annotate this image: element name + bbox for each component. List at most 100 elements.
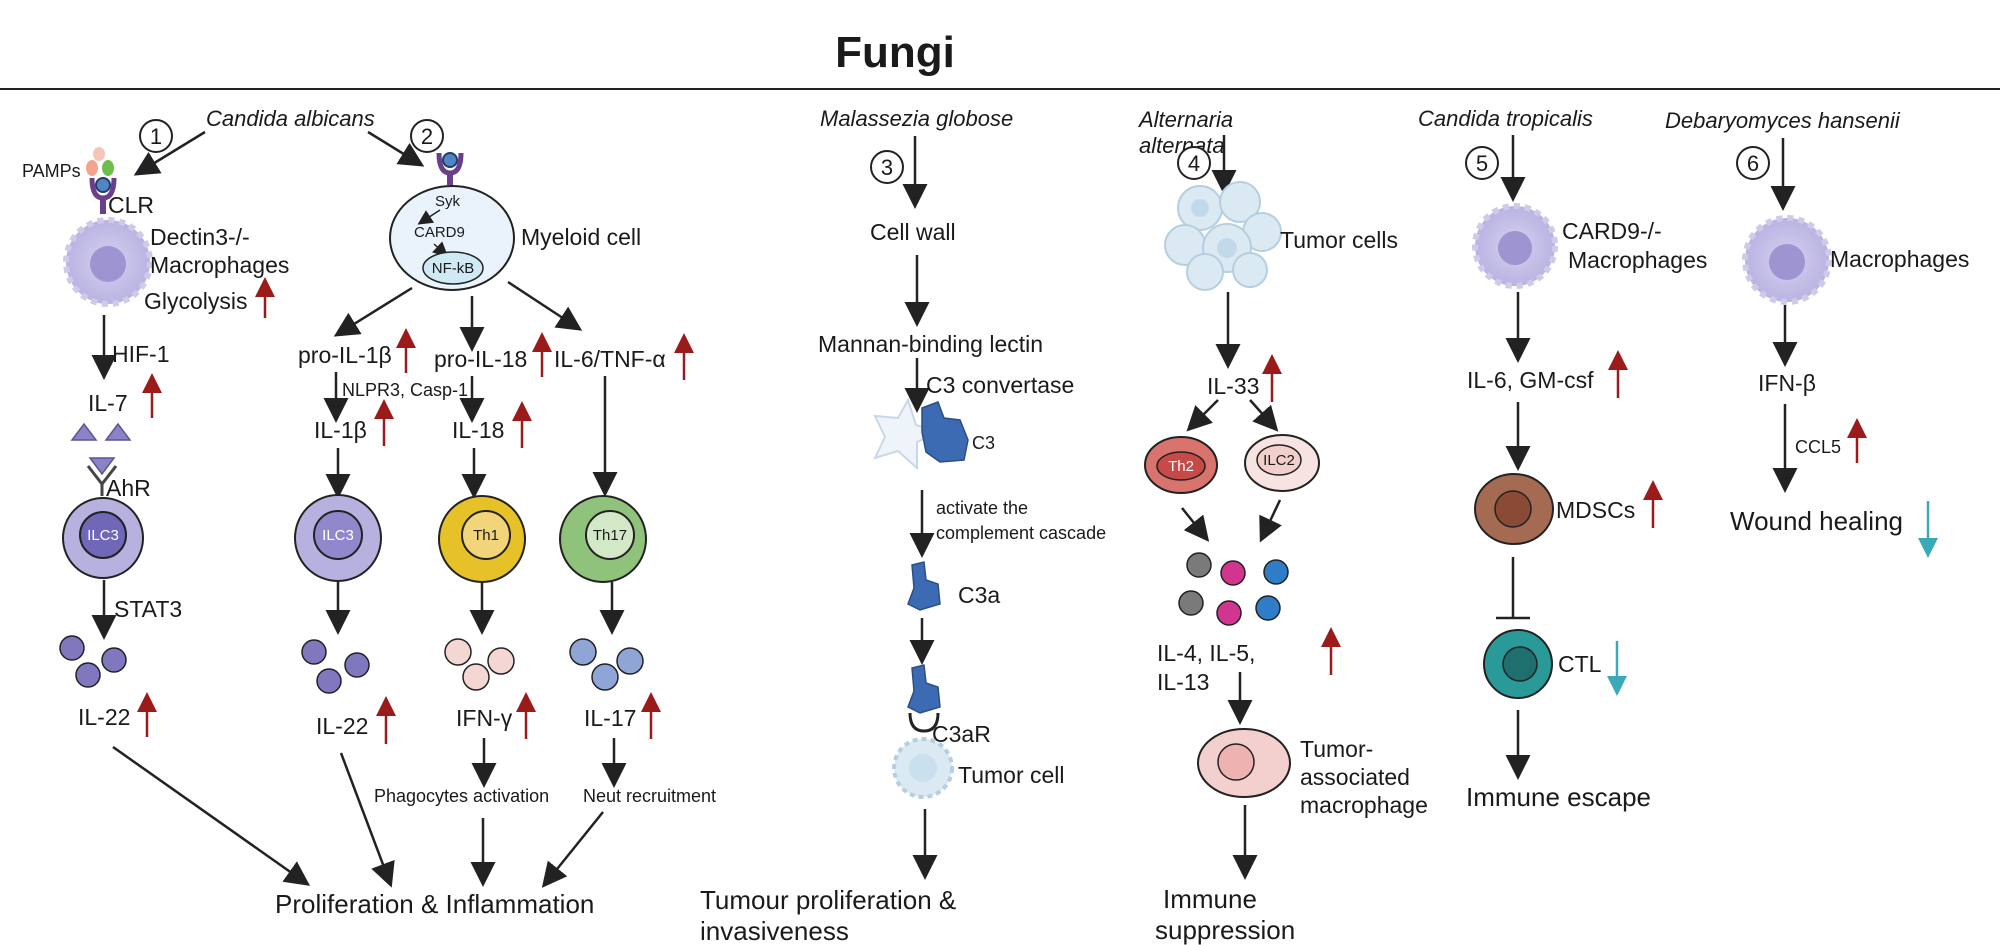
panel-4: Alternaria alternata 4 Tumor cells IL-33… (1137, 107, 1428, 945)
panel-3: Malassezia globose 3 Cell wall Mannan-bi… (700, 106, 1106, 945)
step-number-circle (1736, 146, 1770, 180)
cytokine-dot (569, 638, 597, 666)
outcome-label: Immune escape (1466, 782, 1651, 812)
arrow-to-outcome (541, 811, 604, 888)
th1-cell-icon (438, 495, 526, 583)
il7-triangle (70, 422, 98, 441)
cytokine-dot (344, 652, 370, 678)
outcome-label: Tumour proliferation & (700, 885, 956, 915)
pro-il1b-label: pro-IL-1β (298, 342, 392, 368)
cytokine-dot (462, 663, 490, 691)
tam-label: macrophage (1300, 792, 1428, 818)
cytokine-dot (591, 663, 619, 691)
tumor-cell-label: Tumor cell (958, 762, 1065, 788)
outcome-label: Immune (1163, 884, 1257, 914)
step-number: 6 (1747, 151, 1759, 176)
arrow-to-myeloid (367, 130, 425, 167)
step-number-circle (1465, 146, 1499, 180)
il7-triangle (88, 457, 116, 476)
nucleus-icon (422, 251, 484, 285)
step-number: 1 (150, 124, 162, 149)
arrow (1249, 399, 1279, 432)
ccl5-label: CCL5 (1795, 437, 1841, 457)
pamps-label: PAMPs (22, 161, 81, 181)
th17-label: Th17 (593, 527, 627, 544)
ifnb-label: IFN-β (1758, 370, 1816, 396)
tam-label: associated (1300, 764, 1410, 790)
mdsc-cell-icon (1474, 473, 1554, 545)
c3ar-receptor-icon (908, 712, 940, 733)
cytokine-dot (1255, 595, 1281, 621)
ilc2-label: ILC2 (1263, 452, 1295, 469)
ifng-label: IFN-γ (456, 705, 513, 731)
organism-label: Candida albicans (206, 106, 375, 131)
il18-label: IL-18 (452, 417, 504, 443)
ilc3-cell-icon (62, 497, 144, 579)
th2-label: Th2 (1168, 458, 1194, 475)
hif-label: HIF-1 (112, 341, 170, 367)
il22-label: IL-22 (316, 713, 368, 739)
tumor-cells-icon (1164, 181, 1282, 291)
ilc2-cell-icon (1244, 434, 1320, 492)
ahr-receptor-icon (86, 465, 118, 496)
th17-cell-icon (559, 495, 647, 583)
receptor-icon (436, 152, 464, 185)
tam-label: Tumor- (1300, 736, 1373, 762)
nlpr3-label: NLPR3, Casp-1 (342, 380, 468, 400)
cell-wall-label: Cell wall (870, 219, 956, 245)
pamp-molecule (102, 160, 114, 176)
cytokine-dot (75, 662, 101, 688)
stat3-label: STAT3 (114, 596, 182, 622)
syk-label: Syk (435, 193, 461, 210)
organism-label: Malassezia globose (820, 106, 1013, 131)
phagocytes-label: Phagocytes activation (374, 786, 549, 806)
il1b-label: IL-1β (314, 417, 367, 443)
arrow (1181, 507, 1210, 542)
c3-convertase-icon (873, 397, 943, 471)
panel-6: Debaryomyces hansenii 6 Macrophages IFN-… (1665, 108, 1969, 558)
cytokine-dot (487, 647, 515, 675)
arrow (417, 209, 441, 225)
step-number: 4 (1188, 151, 1200, 176)
cytokine-dot (1220, 560, 1246, 586)
organism-label: Candida tropicalis (1418, 106, 1593, 131)
receptor-icon (89, 177, 117, 214)
cell-label: Dectin3-/- (150, 224, 250, 250)
mbl-label: Mannan-binding lectin (818, 331, 1043, 357)
neut-label: Neut recruitment (583, 786, 716, 806)
cytokine-dot (444, 638, 472, 666)
outcome-label: Proliferation & Inflammation (275, 889, 594, 919)
c3-icon (921, 401, 969, 463)
ilc3-label: ILC3 (322, 527, 354, 544)
il6-gmcsf-label: IL-6, GM-csf (1467, 367, 1594, 393)
cytokine-dot (316, 668, 342, 694)
il22-label: IL-22 (78, 704, 130, 730)
ctl-cell-icon (1483, 629, 1553, 699)
macrophage-icon (1742, 215, 1832, 305)
activate-label: complement cascade (936, 523, 1106, 543)
outcome-label: Wound healing (1730, 506, 1903, 536)
cell-label: CARD9-/- (1562, 218, 1662, 244)
cytokine-dot (1186, 552, 1212, 578)
mdsc-label: MDSCs (1556, 497, 1635, 523)
page-title: Fungi (835, 28, 955, 77)
cytokine-dot (1263, 559, 1289, 585)
cytokine-dot (59, 635, 85, 661)
clr-label: CLR (108, 192, 154, 218)
glycolysis-label: Glycolysis (144, 288, 248, 314)
tam-cell-icon (1197, 728, 1291, 798)
organism-label: Debaryomyces hansenii (1665, 108, 1901, 133)
il33-label: IL-33 (1207, 373, 1259, 399)
ilc3-cell-icon (294, 494, 382, 582)
arrow (1186, 399, 1219, 432)
cell-label: Macrophages (1568, 247, 1707, 273)
il6-tnf-label: IL-6/TNF-α (554, 346, 666, 372)
activate-label: activate the (936, 498, 1028, 518)
tumor-cells-label: Tumor cells (1280, 227, 1398, 253)
nfkb-label: NF-kB (432, 260, 475, 277)
c3a-label: C3a (958, 582, 1000, 608)
cytokine-dot (1178, 590, 1204, 616)
arrow (333, 286, 413, 337)
step-number-circle (870, 150, 904, 184)
panel-2: 2 Syk CARD9 NF-kB Myeloid cell pro-IL-1β… (275, 119, 716, 919)
